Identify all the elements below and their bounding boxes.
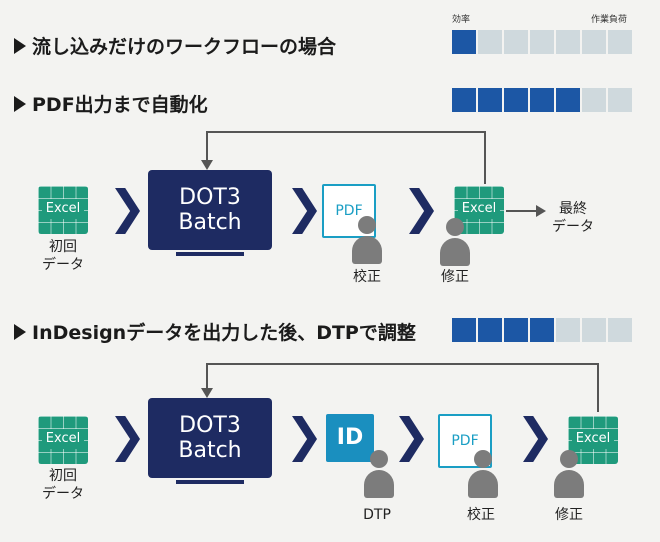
final-data-caption: 最終データ bbox=[552, 201, 594, 235]
gauge-segment bbox=[530, 88, 554, 112]
fix-caption: 修正 bbox=[441, 269, 469, 285]
gauge-segment bbox=[582, 88, 606, 112]
chevron-right-icon: ❯ bbox=[285, 408, 324, 462]
gauge-segment bbox=[504, 30, 528, 54]
gauge-segment bbox=[478, 88, 502, 112]
gauge-segment bbox=[478, 30, 502, 54]
triangle-bullet-icon bbox=[14, 324, 26, 340]
row-heading-1: 流し込みだけのワークフローの場合 bbox=[14, 32, 336, 59]
gauge-2 bbox=[452, 88, 632, 112]
person-icon bbox=[364, 450, 394, 500]
gauge-segment bbox=[608, 88, 632, 112]
proof-caption: 校正 bbox=[467, 507, 495, 523]
chevron-right-icon: ❯ bbox=[516, 408, 555, 462]
row-heading-3: InDesignデータを出力した後、DTPで調整 bbox=[14, 318, 416, 345]
excel-file-icon: Excel bbox=[38, 416, 88, 464]
gauge-segment bbox=[530, 30, 554, 54]
person-icon bbox=[440, 218, 470, 268]
chevron-right-icon: ❯ bbox=[285, 180, 324, 234]
chevron-right-icon: ❯ bbox=[402, 180, 441, 234]
gauge-segment bbox=[582, 30, 606, 54]
gauge-3 bbox=[452, 318, 632, 342]
triangle-bullet-icon bbox=[14, 38, 26, 54]
row-heading-2: PDF出力まで自動化 bbox=[14, 90, 208, 117]
person-icon bbox=[468, 450, 498, 500]
initial-data-caption: 初回データ bbox=[42, 239, 84, 273]
gauge-segment bbox=[530, 318, 554, 342]
efficiency-label: 効率 bbox=[452, 15, 471, 25]
final-arrowhead bbox=[536, 205, 546, 217]
gauge-segment bbox=[478, 318, 502, 342]
gauge-segment bbox=[556, 318, 580, 342]
gauge-segment bbox=[452, 88, 476, 112]
gauge-segment bbox=[608, 30, 632, 54]
proof-caption: 校正 bbox=[353, 269, 381, 285]
triangle-bullet-icon bbox=[14, 96, 26, 112]
feedback-line-1 bbox=[206, 131, 486, 184]
gauge-segment bbox=[556, 30, 580, 54]
excel-file-icon: Excel bbox=[38, 186, 88, 234]
gauge-segment bbox=[608, 318, 632, 342]
initial-data-caption: 初回データ bbox=[42, 468, 84, 502]
gauge-segment bbox=[504, 88, 528, 112]
workload-label: 作業負荷 bbox=[591, 15, 628, 25]
feedback-arrowhead-1 bbox=[201, 160, 213, 170]
gauge-segment bbox=[582, 318, 606, 342]
person-icon bbox=[352, 216, 382, 266]
indesign-file-icon: ID bbox=[326, 414, 374, 462]
chevron-right-icon: ❯ bbox=[392, 408, 431, 462]
chevron-right-icon: ❯ bbox=[108, 408, 147, 462]
monitor-stand bbox=[176, 480, 244, 484]
gauge-segment bbox=[504, 318, 528, 342]
excel-file-icon: Excel bbox=[454, 186, 504, 234]
gauge-segment bbox=[556, 88, 580, 112]
fix-caption: 修正 bbox=[555, 507, 583, 523]
monitor-stand bbox=[176, 252, 244, 256]
person-icon bbox=[554, 450, 584, 500]
gauge-1 bbox=[452, 30, 632, 54]
dtp-caption: DTP bbox=[363, 507, 391, 523]
feedback-arrowhead-2 bbox=[201, 388, 213, 398]
gauge-segment bbox=[452, 318, 476, 342]
feedback-line-2 bbox=[206, 363, 599, 412]
gauge-segment bbox=[452, 30, 476, 54]
chevron-right-icon: ❯ bbox=[108, 180, 147, 234]
